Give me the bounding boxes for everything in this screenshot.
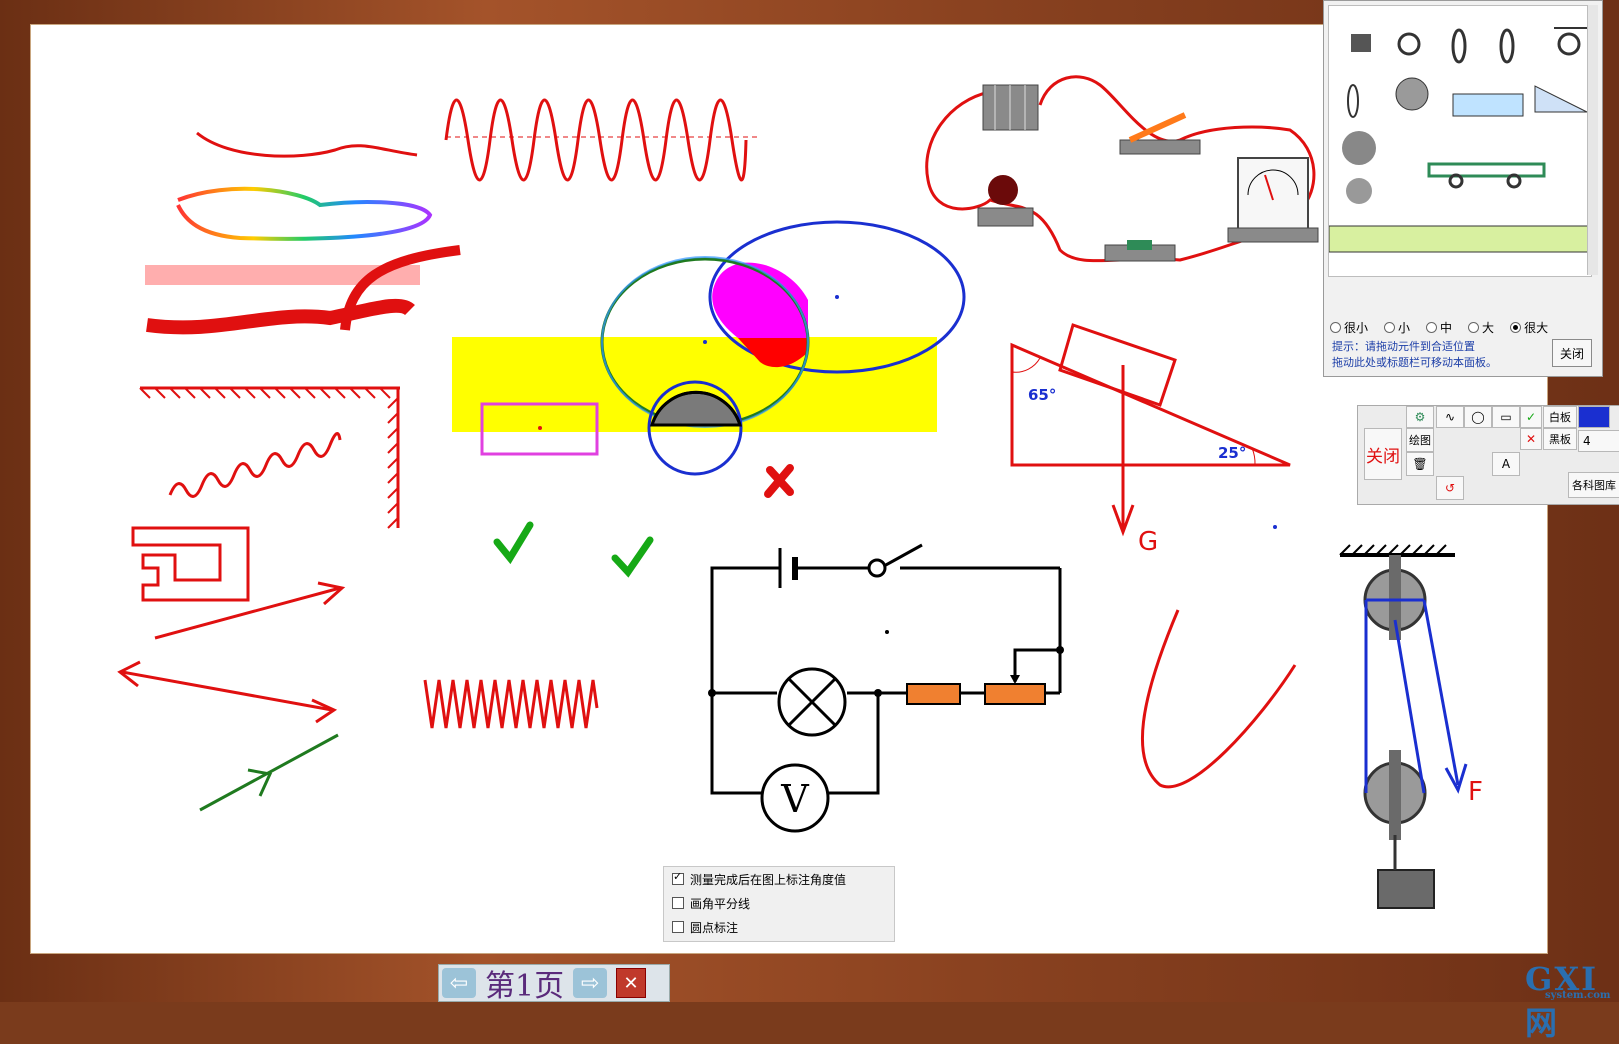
size-option-small[interactable]: 小 (1384, 319, 1410, 336)
knife-switch-image (1119, 112, 1201, 155)
angle-25-label: 25° (1218, 444, 1246, 462)
ceiling-pulley-icon (1557, 32, 1581, 56)
gravity-arrow (1111, 365, 1135, 537)
close-page-button[interactable]: ✕ (616, 968, 647, 998)
option-angle-bisector[interactable]: 画角平分线 (664, 891, 894, 915)
incline-triangle (1010, 342, 1291, 467)
measure-options-panel: 测量完成后在图上标注角度值 画角平分线 圆点标注 (663, 866, 895, 942)
large-ball-icon (1342, 131, 1376, 165)
pulley-wheel-icon (1395, 77, 1429, 111)
site-logo: GXI网 system.com (1525, 960, 1611, 1042)
page-label: 第1页 (485, 969, 565, 1004)
toolbar-settings-icon[interactable]: ⚙ (1406, 406, 1434, 428)
option-annotate-angle[interactable]: 测量完成后在图上标注角度值 (664, 867, 894, 891)
sine-wave (444, 98, 748, 182)
toolbar-ellipse-icon[interactable]: ◯ (1464, 406, 1492, 428)
next-page-button[interactable]: ⇨ (573, 968, 608, 998)
battery-pack-image (982, 84, 1039, 131)
toolbar-white-board-button[interactable]: 白板 (1543, 406, 1577, 428)
prev-page-button[interactable]: ⇦ (442, 968, 476, 998)
arrow-right-icon: ⇨ (580, 970, 600, 996)
magenta-rectangle (480, 402, 599, 456)
blue-circle (647, 380, 743, 476)
ruler-icon (1328, 225, 1592, 253)
rainbow-stroke (176, 186, 433, 241)
size-option-medium[interactable]: 中 (1426, 319, 1452, 336)
red-thick-stroke (146, 298, 415, 335)
zigzag-spring (423, 679, 599, 729)
voltmeter-symbol (760, 763, 830, 833)
angle-65-label: 65° (1028, 386, 1056, 404)
toolbar-black-board-button[interactable]: 黑板 (1543, 428, 1577, 450)
resistor-1 (906, 683, 961, 705)
cross-mark (764, 464, 794, 498)
wall-hatching (139, 387, 391, 399)
resistor-board-image (1104, 240, 1176, 262)
weight-hook-icon (1351, 34, 1371, 52)
arrow-red-1 (154, 581, 346, 640)
hanging-spring-icon (1347, 84, 1359, 118)
size-option-very-large[interactable]: 很大 (1510, 319, 1548, 336)
palette-scrollbar[interactable] (1587, 5, 1598, 275)
toolbar-trash-icon[interactable]: 🗑 (1406, 452, 1434, 476)
water-tank-icon (1452, 93, 1524, 117)
circuit-diagram (710, 543, 1062, 795)
component-palette[interactable]: 很小 小 中 大 很大 提示：请拖动元件到合适位置 拖动此处或标题栏可移动本面板… (1323, 0, 1603, 377)
lamp-symbol (777, 667, 847, 737)
meander-shape (131, 526, 250, 602)
red-overlap-region (738, 338, 808, 368)
option-dot-label[interactable]: 圆点标注 (664, 915, 894, 939)
gravity-label: G (1138, 527, 1158, 557)
spring-scale-icon (1451, 28, 1467, 64)
red-curve-stroke (196, 131, 418, 158)
size-option-very-small[interactable]: 很小 (1330, 319, 1368, 336)
size-options: 很小 小 中 大 很大 (1330, 319, 1548, 336)
toolbar-draw-button[interactable]: 绘图 (1406, 428, 1434, 452)
wall-hatching-vertical (387, 397, 399, 529)
toolbar-check-icon[interactable]: ✓ (1520, 406, 1542, 428)
toolbar-library-button[interactable]: 各科图库 (1568, 472, 1619, 498)
page-navigator: ⇦ 第1页 ⇨ ✕ (438, 964, 670, 1004)
spring-balance-icon (1499, 28, 1515, 64)
drawing-layer: V 65° 25° G (117, 75, 1483, 909)
red-parabola (1140, 609, 1297, 789)
arrow-green (199, 733, 339, 812)
toolbar-undo-icon[interactable]: ↺ (1436, 476, 1464, 500)
spring-curve (168, 432, 342, 498)
toolbar-line-width-select[interactable]: 4 (1578, 430, 1619, 452)
red-wiring (925, 75, 1316, 263)
close-icon: ✕ (623, 972, 639, 994)
pulley-system (1339, 544, 1468, 909)
force-label: F (1468, 777, 1483, 807)
block-on-incline (1058, 323, 1177, 407)
voltmeter-label: V (780, 777, 809, 821)
toolbar-rectangle-icon[interactable]: ▭ (1492, 406, 1520, 428)
arrow-left-icon: ⇦ (449, 970, 469, 996)
light-blue-ellipse (601, 256, 809, 428)
toolbar-color-swatch[interactable] (1578, 406, 1610, 428)
palette-close-button[interactable]: 关闭 (1552, 339, 1592, 367)
red-thick-stroke-2 (340, 245, 461, 331)
palette-hint: 提示：请拖动元件到合适位置 拖动此处或标题栏可移动本面板。 (1332, 340, 1497, 369)
size-option-large[interactable]: 大 (1468, 319, 1494, 336)
ammeter-image (1227, 157, 1319, 243)
ramp-icon (1534, 85, 1588, 113)
toolbar-text-icon[interactable]: A (1492, 452, 1520, 476)
blue-ellipse (708, 220, 966, 374)
check-mark-1 (493, 521, 534, 565)
small-ball-icon (1346, 178, 1372, 204)
check-mark-2 (611, 536, 654, 578)
toolbar-cross-icon[interactable]: ✕ (1520, 428, 1542, 450)
toolbar-close-button[interactable]: 关闭 (1364, 428, 1402, 480)
arrow-red-double (117, 660, 338, 724)
magenta-overlap-region (712, 262, 808, 338)
resistor-rheostat (984, 683, 1046, 705)
hook-ring-icon (1397, 32, 1421, 56)
drawing-toolbar: 关闭 绘图 ⚙ 🗑 ∿ ◯ ▭ ✓ ✕ A ↺ 白板 黑板 4 各科图库 (1357, 405, 1619, 505)
toolbar-curve-icon[interactable]: ∿ (1436, 406, 1464, 428)
cart-icon (1427, 162, 1546, 178)
bulb-image (977, 175, 1034, 227)
component-grid[interactable] (1328, 5, 1592, 277)
